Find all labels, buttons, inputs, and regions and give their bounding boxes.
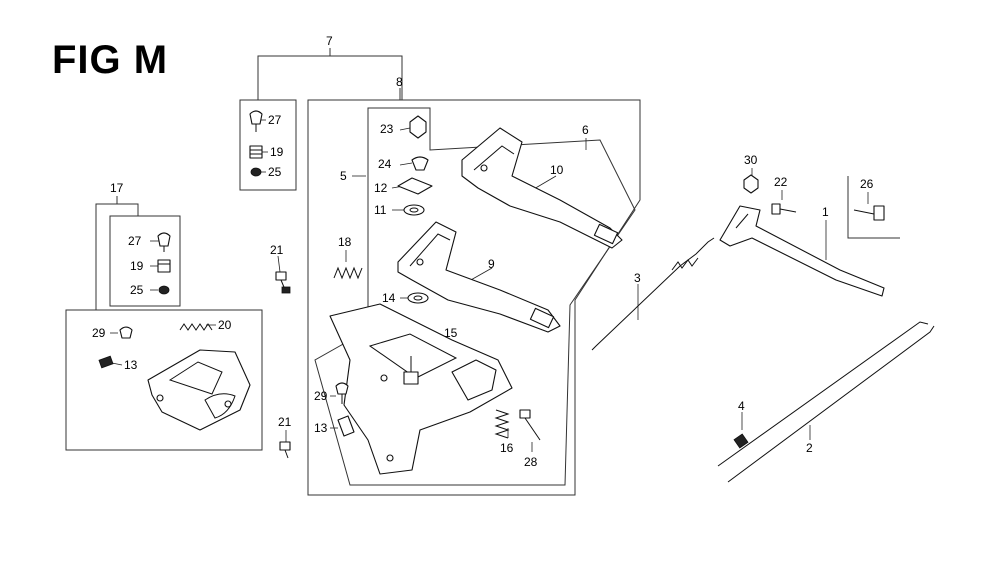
bolt-22 xyxy=(771,203,797,215)
callout-20: 20 xyxy=(218,318,232,332)
callout-25-left: 25 xyxy=(130,283,144,297)
callout-7: 7 xyxy=(326,34,333,48)
callout-25-top: 25 xyxy=(268,165,282,179)
bolt-28 xyxy=(519,409,541,441)
callout-17: 17 xyxy=(110,181,124,195)
callout-13-lower: 13 xyxy=(314,421,328,435)
callout-11: 11 xyxy=(374,203,387,217)
bolt-21-lower xyxy=(279,441,291,459)
callout-23: 23 xyxy=(380,122,394,136)
callout-16: 16 xyxy=(500,441,514,455)
callout-1: 1 xyxy=(822,205,829,219)
callout-8: 8 xyxy=(396,75,403,89)
spring-16 xyxy=(494,409,510,439)
callout-27-top: 27 xyxy=(268,113,282,127)
callout-19-top: 19 xyxy=(270,145,284,159)
callout-22: 22 xyxy=(774,175,788,189)
plate-12 xyxy=(397,177,433,195)
hardware-set-left xyxy=(157,232,171,295)
callout-19-left: 19 xyxy=(130,259,144,273)
callout-13-left: 13 xyxy=(124,358,138,372)
callout-15: 15 xyxy=(444,326,458,340)
callout-2: 2 xyxy=(806,441,813,455)
callout-21-lower: 21 xyxy=(278,415,292,429)
callout-29-lower: 29 xyxy=(314,389,328,403)
spring-18 xyxy=(333,266,363,280)
wing-nut-24 xyxy=(411,156,429,171)
callout-27-left: 27 xyxy=(128,234,142,248)
nut-23 xyxy=(409,115,427,139)
control-lever-1 xyxy=(719,205,885,297)
callout-18: 18 xyxy=(338,235,352,249)
bolt-26 xyxy=(853,205,885,221)
callout-10: 10 xyxy=(550,163,564,177)
callout-24: 24 xyxy=(378,157,392,171)
callout-12: 12 xyxy=(374,181,388,195)
control-base-15 xyxy=(329,303,513,475)
nut-30 xyxy=(743,174,759,194)
callout-3: 3 xyxy=(634,271,641,285)
screw-29-lower xyxy=(335,382,349,404)
control-rod-2 xyxy=(717,321,935,483)
callout-29-left: 29 xyxy=(92,326,106,340)
clip-13-lower xyxy=(337,415,355,437)
callout-26: 26 xyxy=(860,177,874,191)
callout-6: 6 xyxy=(582,123,589,137)
washer-11 xyxy=(403,204,425,216)
group-frames xyxy=(65,48,900,496)
callout-21-upper: 21 xyxy=(270,243,284,257)
figure-title: FIG M xyxy=(52,38,169,82)
callout-5: 5 xyxy=(340,169,347,183)
hardware-set-top xyxy=(249,110,263,177)
governor-arm-9 xyxy=(397,221,561,333)
washer-14 xyxy=(407,292,429,304)
callout-9: 9 xyxy=(488,257,495,271)
left-bracket-assembly xyxy=(98,323,251,431)
callout-4: 4 xyxy=(738,399,745,413)
governor-arm-10 xyxy=(461,127,623,249)
callout-labels: 7 8 27 19 25 23 6 5 24 12 10 11 17 27 19… xyxy=(92,34,874,469)
callout-28: 28 xyxy=(524,455,538,469)
callout-30: 30 xyxy=(744,153,758,167)
governor-rod-3 xyxy=(591,237,715,351)
bolt-21-upper xyxy=(275,271,291,294)
callout-14: 14 xyxy=(382,291,396,305)
